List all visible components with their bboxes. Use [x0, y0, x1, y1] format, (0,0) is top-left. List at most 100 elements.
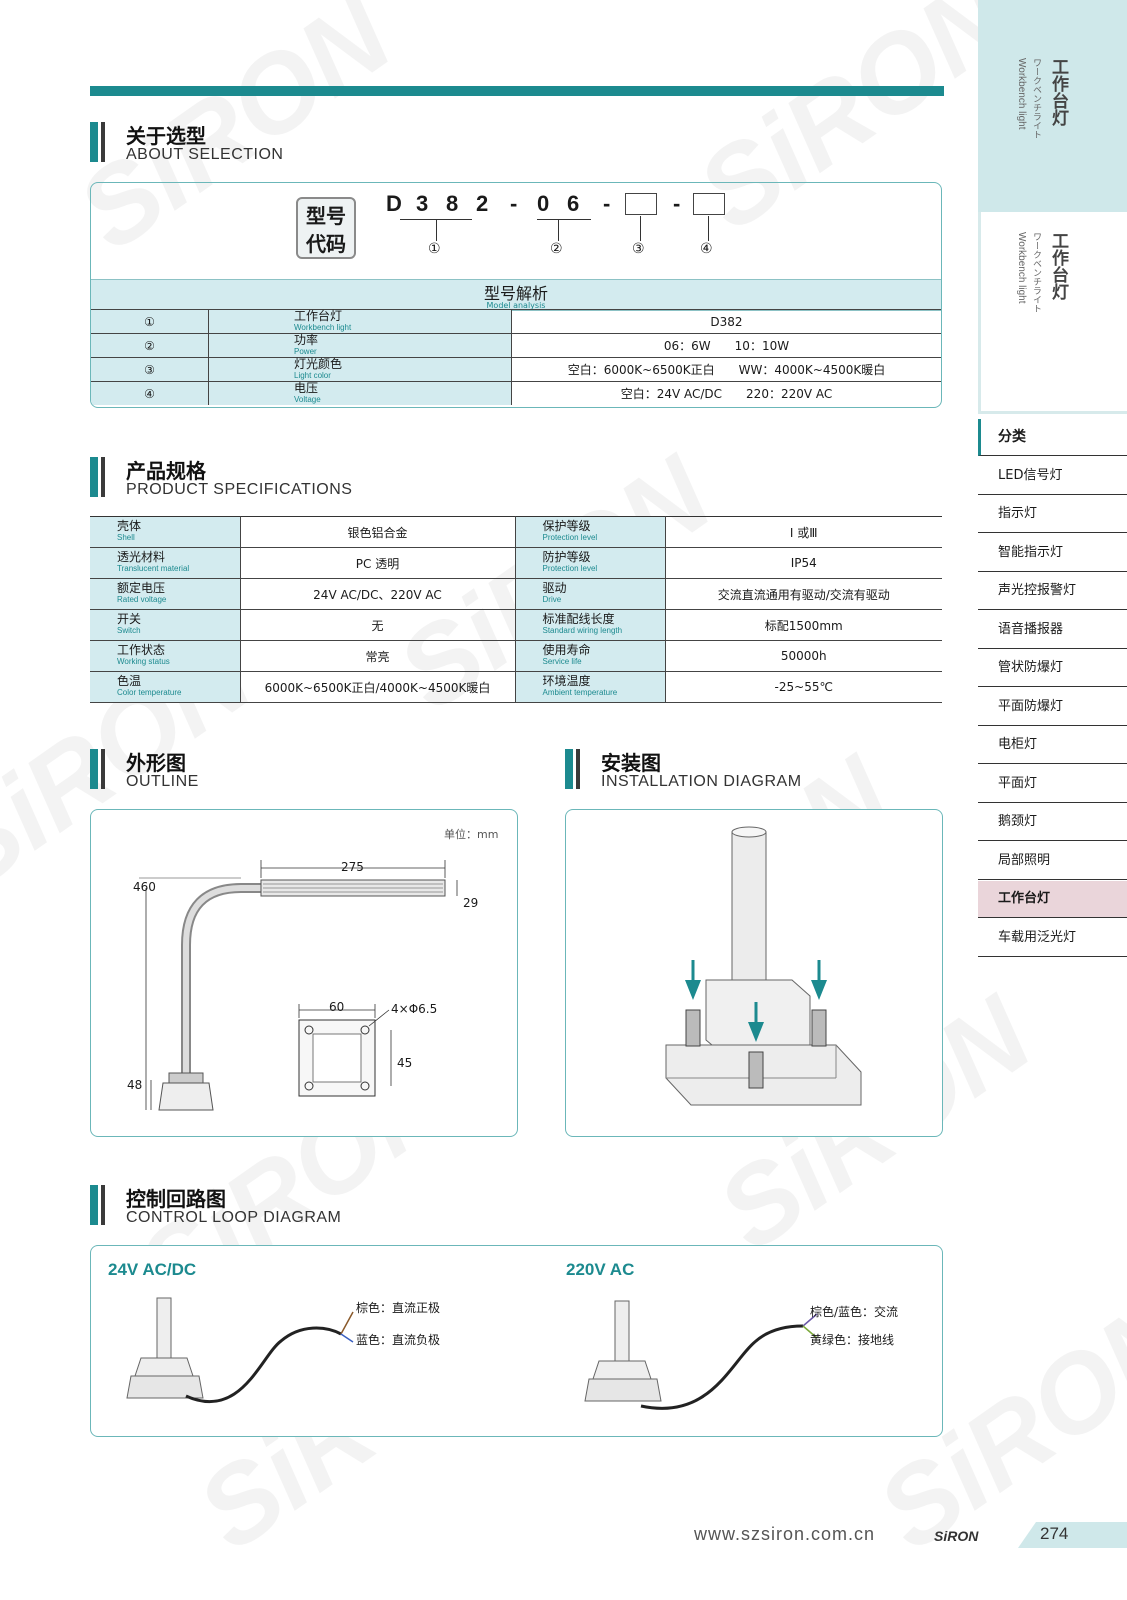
row-value: 06：6W 10：10W: [511, 333, 941, 358]
code-leader-line: [436, 219, 437, 241]
code-char: 0: [537, 191, 550, 216]
category-heading: 分类: [978, 419, 1127, 456]
row-value: D382: [511, 309, 941, 334]
category-item-active[interactable]: 工作台灯: [978, 881, 1127, 918]
spec-value: -25~55℃: [665, 671, 942, 703]
top-accent-bar: [90, 86, 944, 96]
dim-thickness: 29: [463, 896, 479, 910]
section-title-zh: 关于选型: [126, 124, 206, 148]
sidebar-tab-title-jp: ワークベンチライト: [1031, 232, 1041, 313]
dim-height: 460: [133, 880, 156, 894]
code-marker: ②: [550, 241, 563, 257]
spec-value: 银色铝合金: [240, 516, 516, 548]
spec-value: 标配1500mm: [665, 609, 942, 641]
wire-label: 棕色/蓝色：交流: [810, 1305, 899, 1319]
model-code-tag-line2: 代码: [306, 232, 346, 256]
row-value: 空白：24V AC/DC 220：220V AC: [511, 381, 941, 405]
section-title-en: PRODUCT SPECIFICATIONS: [126, 481, 353, 498]
category-item[interactable]: LED信号灯: [978, 458, 1127, 495]
dim-base-depth: 45: [397, 1056, 413, 1070]
row-number: ①: [91, 309, 209, 334]
category-list: 分类 LED信号灯 指示灯 智能指示灯 声光控报警灯 语音播报器 管状防爆灯 平…: [978, 419, 1127, 958]
sidebar-mid-tab: 工作台灯 ワークベンチライト Workbench light: [978, 212, 1127, 414]
code-char: D: [386, 191, 402, 216]
code-marker: ①: [428, 241, 441, 257]
outline-panel: 单位：mm 275 460 29 48 60 4×Φ6: [90, 809, 518, 1137]
category-item[interactable]: 管状防爆灯: [978, 650, 1127, 687]
section-title-zh: 控制回路图: [126, 1187, 226, 1211]
category-item[interactable]: 平面灯: [978, 766, 1127, 803]
code-leader-line: [708, 216, 709, 241]
wire-label: 黄绿色：接地线: [810, 1333, 895, 1347]
section-title-en: INSTALLATION DIAGRAM: [601, 773, 802, 790]
code-marker: ④: [700, 241, 713, 257]
category-item[interactable]: 局部照明: [978, 843, 1127, 880]
spec-value: 交流直流通用有驱动/交流有驱动: [665, 578, 942, 610]
category-item[interactable]: 声光控报警灯: [978, 573, 1127, 610]
dim-length: 275: [341, 860, 364, 874]
spec-value: I 或Ⅲ: [665, 516, 942, 548]
category-item[interactable]: 指示灯: [978, 496, 1127, 533]
sidebar-tab-title-zh: 工作台灯: [1048, 58, 1068, 126]
category-item[interactable]: 语音播报器: [978, 612, 1127, 649]
code-char: 2: [476, 191, 489, 216]
code-blank-3: [625, 193, 657, 215]
control-diagrams: [126, 1297, 818, 1410]
code-leader-line: [558, 219, 559, 241]
spec-value: 无: [240, 609, 516, 641]
category-item[interactable]: 平面防爆灯: [978, 689, 1127, 726]
category-item[interactable]: 车载用泛光灯: [978, 920, 1127, 957]
section-title-en: CONTROL LOOP DIAGRAM: [126, 1209, 342, 1226]
outline-drawing: [139, 860, 458, 1111]
code-char: 6: [567, 191, 580, 216]
control-right-title: 220V AC: [566, 1260, 635, 1279]
dim-holes: 4×Φ6.5: [391, 1002, 438, 1016]
code-char: 3: [416, 191, 429, 216]
section-title-zh: 外形图: [126, 751, 186, 775]
unit-label: 单位：mm: [444, 828, 499, 841]
page-number: 274: [1040, 1524, 1069, 1543]
sidebar-tab-title-zh: 工作台灯: [1048, 232, 1068, 300]
sidebar-tab-title-en: Workbench light: [1016, 58, 1027, 130]
spec-value: IP54: [665, 547, 942, 579]
category-item[interactable]: 电柜灯: [978, 727, 1127, 764]
installation-panel: [565, 809, 943, 1137]
category-item[interactable]: 智能指示灯: [978, 535, 1127, 572]
model-analysis-header: 型号解析 Model analysis: [91, 279, 941, 311]
row-number: ③: [91, 357, 209, 382]
wire-label: 蓝色：直流负极: [356, 1333, 441, 1347]
control-left-title: 24V AC/DC: [108, 1260, 197, 1279]
section-title-zh: 安装图: [601, 751, 661, 775]
section-title-en: OUTLINE: [126, 773, 199, 790]
section-title-zh: 产品规格: [126, 459, 206, 483]
row-number: ④: [91, 381, 209, 405]
footer-url[interactable]: www.szsiron.com.cn: [694, 1524, 876, 1544]
dim-base-height: 48: [127, 1078, 143, 1092]
code-separator: -: [603, 191, 611, 216]
code-marker: ③: [632, 241, 645, 257]
category-item[interactable]: 鹅颈灯: [978, 804, 1127, 841]
wire-label: 棕色：直流正极: [356, 1301, 441, 1315]
row-number: ②: [91, 333, 209, 358]
sidebar-tab-title-jp: ワークベンチライト: [1031, 58, 1041, 139]
spec-value: PC 透明: [240, 547, 516, 579]
model-code-tag-line1: 型号: [306, 204, 346, 228]
spec-value: 50000h: [665, 640, 942, 672]
model-analysis-title: 型号解析: [483, 284, 548, 303]
